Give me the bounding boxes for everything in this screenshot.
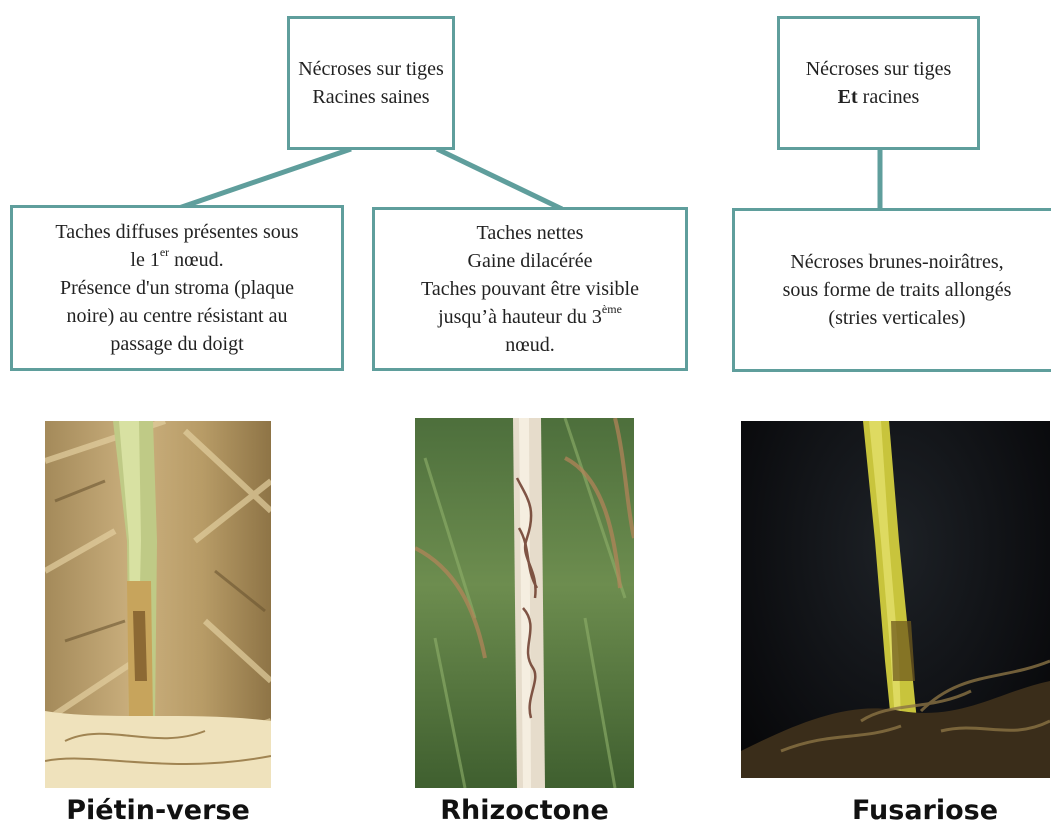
box-text: Taches pouvant être visible bbox=[421, 275, 639, 303]
box-text: passage du doigt bbox=[110, 330, 243, 358]
connector-left bbox=[176, 149, 351, 209]
box-text: Taches diffuses présentes sous bbox=[55, 218, 298, 246]
box-text-line: Et racines bbox=[838, 83, 920, 111]
photo-rhizoctone bbox=[415, 418, 634, 788]
box-text: nœud. bbox=[505, 331, 554, 359]
caption-fusariose: Fusariose bbox=[820, 795, 1030, 826]
box-text: Taches nettes bbox=[477, 219, 584, 247]
box-text: Racines saines bbox=[312, 83, 429, 111]
box-text: Nécroses sur tiges bbox=[806, 55, 952, 83]
box-text: racines bbox=[858, 86, 920, 108]
superscript: er bbox=[160, 245, 169, 259]
photo-rhizoctone-illustration bbox=[415, 418, 634, 788]
box-text-line: jusqu’à hauteur du 3ème bbox=[438, 303, 622, 331]
connector-center bbox=[437, 149, 562, 209]
photo-fusariose-illustration bbox=[741, 421, 1050, 778]
photo-fusariose bbox=[741, 421, 1050, 778]
box-text: noire) au centre résistant au bbox=[66, 302, 287, 330]
box-text: nœud. bbox=[169, 249, 223, 271]
box-pietin-verse-description: Taches diffuses présentes sous le 1er nœ… bbox=[10, 205, 344, 371]
superscript: ème bbox=[602, 302, 622, 316]
box-text: jusqu’à hauteur du 3 bbox=[438, 306, 602, 328]
box-rhizoctone-description: Taches nettes Gaine dilacérée Taches pou… bbox=[372, 207, 688, 371]
caption-pietin-verse: Piétin-verse bbox=[45, 795, 271, 826]
box-text: Nécroses brunes-noirâtres, bbox=[790, 248, 1003, 276]
photo-pietin-verse-illustration bbox=[45, 421, 271, 788]
box-fusariose-description: Nécroses brunes-noirâtres, sous forme de… bbox=[732, 208, 1051, 372]
box-text: Présence d'un stroma (plaque bbox=[60, 274, 294, 302]
caption-rhizoctone: Rhizoctone bbox=[415, 795, 634, 826]
photo-pietin-verse bbox=[45, 421, 271, 788]
box-text: le 1 bbox=[130, 249, 159, 271]
box-necroses-tiges-et-racines: Nécroses sur tiges Et racines bbox=[777, 16, 980, 150]
box-text: (stries verticales) bbox=[828, 304, 965, 332]
box-necroses-tiges-racines-saines: Nécroses sur tiges Racines saines bbox=[287, 16, 455, 150]
box-text: Gaine dilacérée bbox=[468, 247, 593, 275]
box-text-line: le 1er nœud. bbox=[130, 246, 223, 274]
box-text: sous forme de traits allongés bbox=[783, 276, 1012, 304]
box-text-bold: Et bbox=[838, 86, 858, 108]
box-text: Nécroses sur tiges bbox=[298, 55, 444, 83]
